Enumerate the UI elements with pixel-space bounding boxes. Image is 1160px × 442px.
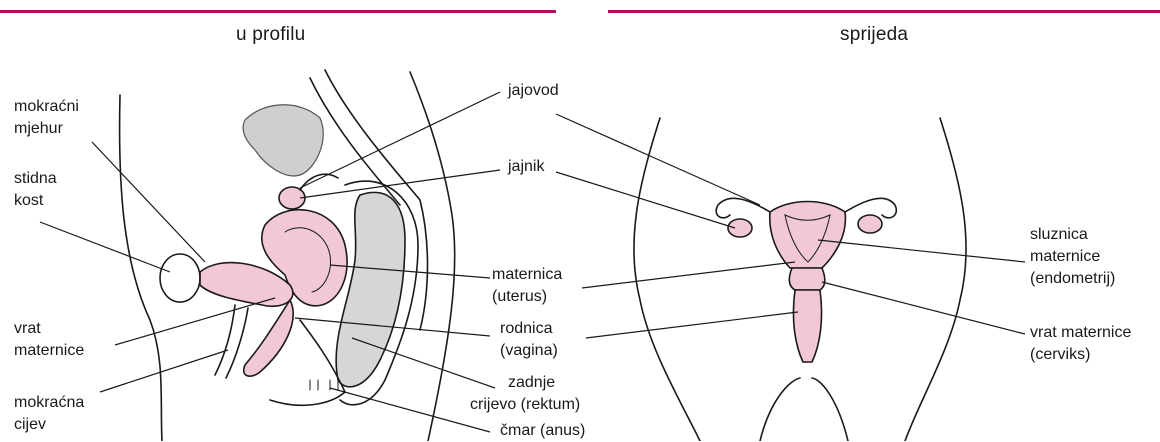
- label-rectum-line1: zadnje: [470, 372, 580, 394]
- label-fallopian-tube: jajovod: [508, 80, 559, 102]
- label-rectum: zadnje crijevo (rektum): [470, 372, 580, 416]
- label-endometrium-line2: maternice: [1030, 246, 1115, 268]
- label-vagina: rodnica (vagina): [500, 318, 558, 362]
- intestine: [243, 105, 323, 176]
- label-cervix-left-line2: maternice: [14, 340, 84, 362]
- leg-inner-right: [812, 378, 848, 441]
- body-outline-front: [120, 95, 162, 441]
- label-urethra: mokraćna cijev: [14, 392, 84, 436]
- ovary-left: [728, 219, 752, 237]
- label-ovary-line1: jajnik: [508, 156, 544, 178]
- tube-profile: [300, 174, 338, 190]
- vagina-organ: [244, 300, 293, 376]
- label-cervix-right: vrat maternice (cerviks): [1030, 322, 1131, 366]
- leg-inner-left: [760, 378, 800, 441]
- label-pubic-bone-line2: kost: [14, 190, 57, 212]
- label-endometrium-line1: sluznica: [1030, 224, 1115, 246]
- label-cervix-right-line1: vrat maternice: [1030, 322, 1131, 344]
- uterus-front: [770, 202, 846, 269]
- label-urethra-line1: mokraćna: [14, 392, 84, 414]
- profile-view: [120, 70, 455, 441]
- front-view: [634, 118, 966, 441]
- label-pubic-bone-line1: stidna: [14, 168, 57, 190]
- label-uterus: maternica (uterus): [492, 264, 562, 308]
- label-rectum-line2: crijevo (rektum): [470, 394, 580, 416]
- label-ovary: jajnik: [508, 156, 544, 178]
- label-pubic-bone: stidna kost: [14, 168, 57, 212]
- label-bladder: mokraćni mjehur: [14, 96, 79, 140]
- label-urethra-line2: cijev: [14, 414, 84, 436]
- pubic-bone-shape: [160, 254, 200, 302]
- body-outline-left: [634, 118, 700, 441]
- body-outline-back: [410, 72, 455, 441]
- label-cervix-right-line2: (cerviks): [1030, 344, 1131, 366]
- label-vagina-line1: rodnica: [500, 318, 558, 340]
- label-bladder-line1: mokraćni: [14, 96, 79, 118]
- label-uterus-line2: (uterus): [492, 286, 562, 308]
- body-outline-right: [905, 118, 966, 441]
- label-anus: čmar (anus): [500, 420, 585, 442]
- label-anus-line1: čmar (anus): [500, 420, 585, 442]
- tube-left: [716, 198, 770, 217]
- cervix-front: [789, 268, 824, 290]
- label-cervix-left: vrat maternice: [14, 318, 84, 362]
- ovary-right: [858, 215, 882, 233]
- label-cervix-left-line1: vrat: [14, 318, 84, 340]
- label-fallopian-tube-line1: jajovod: [508, 80, 559, 102]
- label-endometrium: sluznica maternice (endometrij): [1030, 224, 1115, 290]
- label-endometrium-line3: (endometrij): [1030, 268, 1115, 290]
- vagina-front: [793, 290, 821, 362]
- label-bladder-line2: mjehur: [14, 118, 79, 140]
- label-uterus-line1: maternica: [492, 264, 562, 286]
- label-vagina-line2: (vagina): [500, 340, 558, 362]
